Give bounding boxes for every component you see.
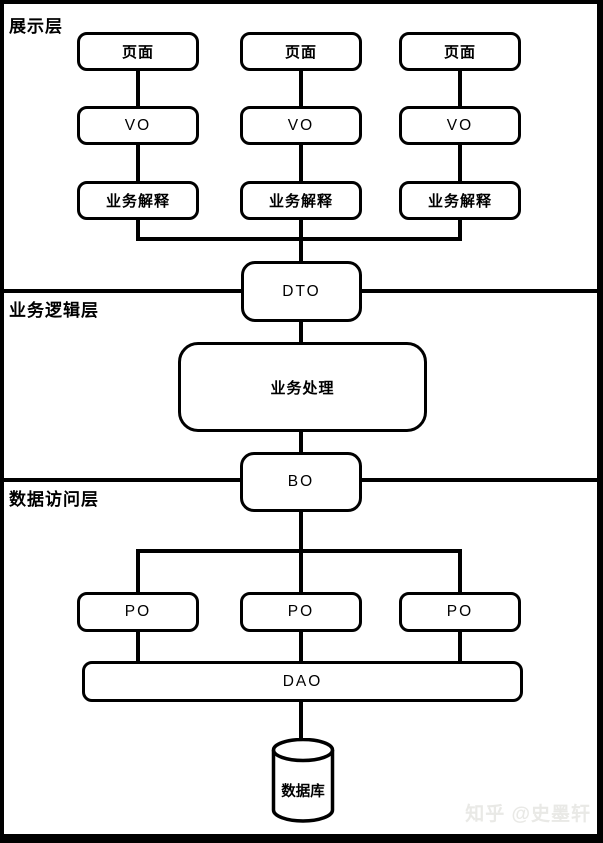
connector-page-vo-2 — [299, 68, 303, 110]
node-po-3: PO — [399, 592, 521, 632]
connector-process-bo — [299, 428, 303, 456]
connector-po-dao-1 — [136, 628, 140, 665]
connector-dao-database — [299, 698, 303, 743]
node-interpret-3: 业务解释 — [399, 181, 521, 220]
connector-vo-interpret-1 — [136, 143, 140, 185]
node-dao: DAO — [82, 661, 523, 702]
connector-po-dao-2 — [299, 628, 303, 665]
connector-po-dao-3 — [458, 628, 462, 665]
database-label: 数据库 — [281, 784, 325, 800]
node-vo-2: VO — [240, 106, 362, 145]
connector-interpret-merge-3 — [458, 217, 462, 241]
node-po-2: PO — [240, 592, 362, 632]
connector-interpret-merge-2 — [299, 217, 303, 241]
section-label-presentation: 展示层 — [9, 17, 63, 36]
section-label-data-access: 数据访问层 — [9, 490, 99, 509]
node-vo-3: VO — [399, 106, 521, 145]
connector-dto-process — [299, 318, 303, 346]
connector-vo-interpret-3 — [458, 143, 462, 185]
connector-page-vo-1 — [136, 68, 140, 110]
connector-merge-dto — [299, 237, 303, 265]
database-cylinder-icon: 数据库 — [271, 737, 335, 824]
node-bo: BO — [240, 452, 362, 512]
section-label-business-logic: 业务逻辑层 — [9, 301, 99, 320]
connector-bo-branch — [299, 508, 303, 553]
connector-page-vo-3 — [458, 68, 462, 110]
connector-interpret-merge-1 — [136, 217, 140, 241]
connector-vo-interpret-2 — [299, 143, 303, 185]
node-business-process: 业务处理 — [178, 342, 427, 432]
node-interpret-1: 业务解释 — [77, 181, 199, 220]
connector-branch-po-3 — [458, 549, 462, 596]
node-page-1: 页面 — [77, 32, 199, 71]
node-page-3: 页面 — [399, 32, 521, 71]
node-interpret-2: 业务解释 — [240, 181, 362, 220]
cylinder-shape — [271, 737, 335, 823]
node-dto: DTO — [241, 261, 362, 322]
node-po-1: PO — [77, 592, 199, 632]
node-page-2: 页面 — [240, 32, 362, 71]
connector-branch-po-1 — [136, 549, 140, 596]
node-vo-1: VO — [77, 106, 199, 145]
watermark: 知乎 @史墨轩 — [465, 804, 591, 825]
connector-branch-po-2 — [299, 549, 303, 596]
